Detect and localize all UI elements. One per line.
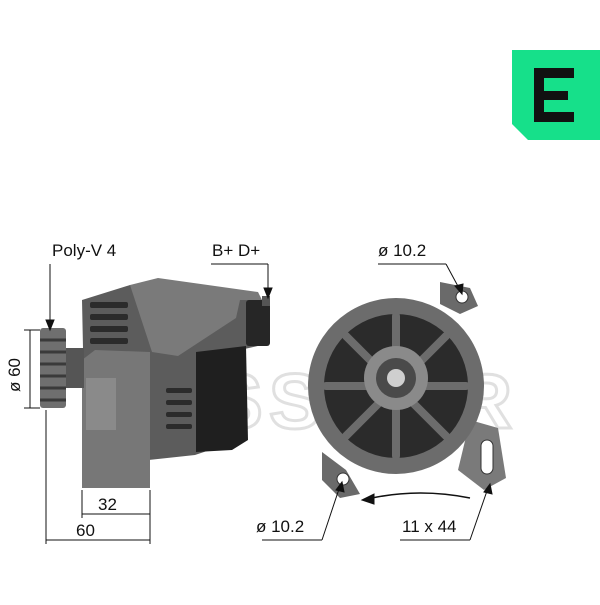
terminals-label: B+ D+ [212, 241, 260, 260]
bottom-hole-label: ø 10.2 [256, 517, 304, 536]
pulley-diameter-label: ø 60 [5, 358, 24, 392]
alternator-side-view [40, 278, 270, 488]
inner-length-label: 32 [98, 495, 117, 514]
total-length-label: 60 [76, 521, 95, 540]
alternator-front-view [308, 282, 506, 498]
mount-spacing-label: 11 x 44 [402, 517, 457, 536]
dimension-lines [24, 263, 493, 544]
top-hole-label: ø 10.2 [378, 241, 426, 260]
pulley-label: Poly-V 4 [52, 241, 116, 260]
brand-logo [512, 50, 600, 140]
